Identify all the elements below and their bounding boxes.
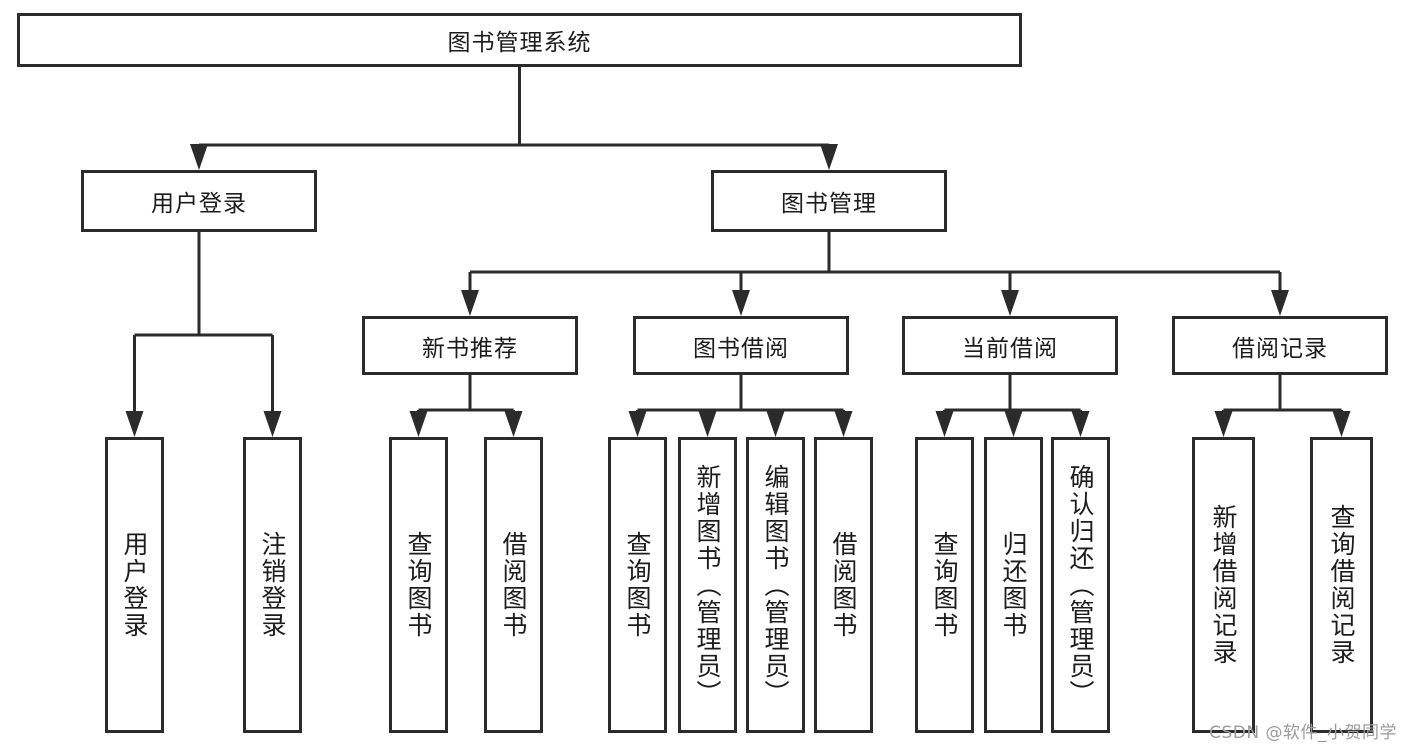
arrow-icon-l2c-lf11 bbox=[1071, 411, 1090, 437]
node-l2d[interactable]: 借阅记录 bbox=[1172, 316, 1388, 375]
node-box-lf5[interactable] bbox=[608, 437, 667, 733]
arrow-icon-l2b-lf5 bbox=[628, 411, 647, 437]
node-l2b[interactable]: 图书借阅 bbox=[633, 316, 849, 375]
node-lf5[interactable]: 查询图书 bbox=[608, 437, 667, 733]
arrow-icon-root-l1a bbox=[190, 144, 208, 170]
node-lf10[interactable]: 归还图书 bbox=[984, 437, 1043, 733]
node-label-root: 图书管理系统 bbox=[447, 30, 592, 56]
arrow-icon-l2d-lf13 bbox=[1332, 411, 1351, 437]
node-label-lf5: 查询图书 bbox=[623, 531, 652, 639]
arrow-icon-l1b-l2b bbox=[732, 290, 750, 316]
node-box-lf11[interactable] bbox=[1051, 437, 1110, 733]
node-l2a[interactable]: 新书推荐 bbox=[362, 316, 578, 375]
node-label-lf9: 查询图书 bbox=[930, 531, 959, 639]
node-lf8[interactable]: 借阅图书 bbox=[814, 437, 873, 733]
watermark-text: CSDN @软件_小贺同学 bbox=[1209, 723, 1397, 743]
node-label-lf4: 借阅图书 bbox=[499, 531, 528, 639]
node-label-lf11: 确认归还（管理员） bbox=[1066, 463, 1095, 707]
node-box-lf2[interactable] bbox=[243, 437, 302, 733]
node-label-l2c: 当前借阅 bbox=[962, 335, 1058, 362]
node-lf2[interactable]: 注销登录 bbox=[243, 437, 302, 733]
arrow-icon-l1a-lf1 bbox=[125, 411, 144, 437]
node-box-lf9[interactable] bbox=[915, 437, 974, 733]
node-root[interactable]: 图书管理系统 bbox=[17, 13, 1022, 67]
arrow-icon-l1b-l2c bbox=[1001, 290, 1019, 316]
node-label-lf6: 新增图书（管理员） bbox=[693, 463, 722, 707]
node-label-lf2: 注销登录 bbox=[258, 531, 287, 639]
arrow-icon-l2c-lf9 bbox=[935, 411, 954, 437]
node-label-l1b: 图书管理 bbox=[781, 191, 877, 217]
node-label-lf13: 查询借阅记录 bbox=[1327, 504, 1356, 666]
node-label-l1a: 用户登录 bbox=[151, 191, 247, 217]
node-box-lf4[interactable] bbox=[484, 437, 543, 733]
node-label-l2d: 借阅记录 bbox=[1232, 335, 1328, 362]
connector-layer bbox=[125, 67, 1351, 437]
node-label-lf7: 编辑图书（管理员） bbox=[761, 463, 790, 707]
node-box-layer bbox=[17, 13, 1388, 733]
node-l1b[interactable]: 图书管理 bbox=[711, 170, 947, 232]
arrow-icon-l2a-lf4 bbox=[504, 411, 523, 437]
node-lf4[interactable]: 借阅图书 bbox=[484, 437, 543, 733]
node-lf1[interactable]: 用户登录 bbox=[105, 437, 164, 733]
node-box-lf1[interactable] bbox=[105, 437, 164, 733]
node-label-lf3: 查询图书 bbox=[404, 531, 433, 639]
node-box-lf8[interactable] bbox=[814, 437, 873, 733]
arrow-icon-l2c-lf10 bbox=[1004, 411, 1023, 437]
node-box-l1b[interactable] bbox=[711, 170, 947, 232]
node-lf9[interactable]: 查询图书 bbox=[915, 437, 974, 733]
node-box-lf10[interactable] bbox=[984, 437, 1043, 733]
node-lf12[interactable]: 新增借阅记录 bbox=[1192, 437, 1255, 733]
node-label-lf8: 借阅图书 bbox=[829, 531, 858, 639]
node-box-lf12[interactable] bbox=[1192, 437, 1255, 733]
node-label-l2a: 新书推荐 bbox=[422, 335, 518, 362]
node-l2c[interactable]: 当前借阅 bbox=[902, 316, 1118, 375]
node-box-lf7[interactable] bbox=[746, 437, 805, 733]
node-lf13[interactable]: 查询借阅记录 bbox=[1310, 437, 1373, 733]
arrow-icon-l2a-lf3 bbox=[409, 411, 428, 437]
node-lf11[interactable]: 确认归还（管理员） bbox=[1051, 437, 1110, 733]
node-box-lf13[interactable] bbox=[1310, 437, 1373, 733]
node-box-lf3[interactable] bbox=[389, 437, 448, 733]
node-lf6[interactable]: 新增图书（管理员） bbox=[678, 437, 737, 733]
node-label-lf1: 用户登录 bbox=[120, 531, 149, 639]
node-lf7[interactable]: 编辑图书（管理员） bbox=[746, 437, 805, 733]
node-lf3[interactable]: 查询图书 bbox=[389, 437, 448, 733]
arrow-icon-l1a-lf2 bbox=[263, 411, 282, 437]
node-box-l2c[interactable] bbox=[902, 316, 1118, 375]
node-box-l2b[interactable] bbox=[633, 316, 849, 375]
node-box-lf6[interactable] bbox=[678, 437, 737, 733]
arrow-icon-l2d-lf12 bbox=[1214, 411, 1233, 437]
arrow-icon-l2b-lf8 bbox=[834, 411, 853, 437]
arrow-icon-l1b-l2d bbox=[1271, 290, 1289, 316]
node-box-l2a[interactable] bbox=[362, 316, 578, 375]
node-box-root[interactable] bbox=[17, 13, 1022, 67]
node-box-l2d[interactable] bbox=[1172, 316, 1388, 375]
node-l1a[interactable]: 用户登录 bbox=[81, 170, 317, 232]
node-label-lf10: 归还图书 bbox=[999, 531, 1028, 639]
node-label-l2b: 图书借阅 bbox=[693, 335, 789, 362]
node-box-l1a[interactable] bbox=[81, 170, 317, 232]
arrow-icon-root-l1b bbox=[820, 144, 838, 170]
node-label-lf12: 新增借阅记录 bbox=[1209, 504, 1238, 666]
arrow-icon-l2b-lf6 bbox=[698, 411, 717, 437]
arrow-icon-l1b-l2a bbox=[461, 290, 479, 316]
arrow-icon-l2b-lf7 bbox=[766, 411, 785, 437]
